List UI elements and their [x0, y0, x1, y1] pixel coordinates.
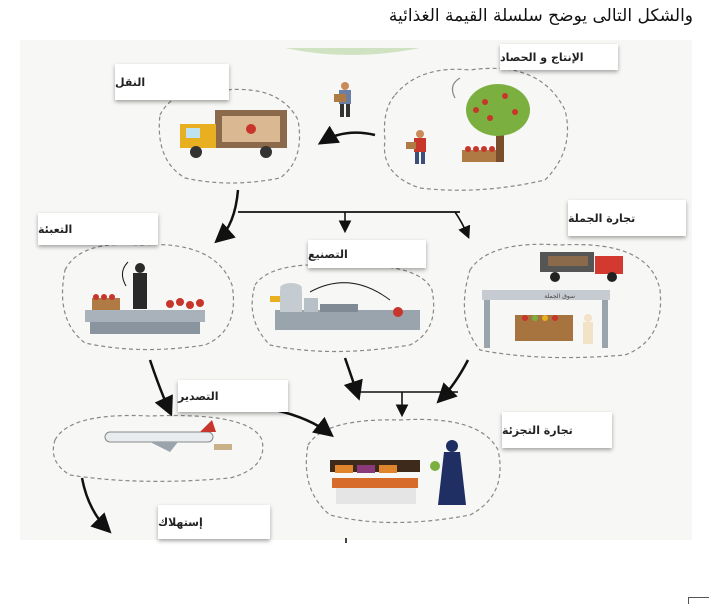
arrow-production-to-transport	[317, 125, 376, 145]
label-manufacturing: التصنيع	[308, 240, 426, 268]
arrow-packaging-to-export	[148, 359, 173, 417]
label-packaging: التعبئة	[38, 213, 158, 245]
retail-stall-icon	[330, 460, 420, 504]
packaging-station-icon	[85, 294, 205, 334]
top-arc	[285, 48, 420, 55]
hook-arrow-icon	[451, 77, 461, 99]
factory-line-icon	[270, 283, 420, 330]
arrow-wholesale-to-retail	[436, 359, 470, 404]
label-wholesale: تجارة الجملة	[568, 200, 686, 236]
label-transport: النقل	[115, 64, 229, 100]
transport-blob	[158, 88, 301, 184]
export-airplane-icon	[104, 420, 232, 452]
market-sign: سوق الجملة	[544, 293, 575, 300]
harvest-crates-icon	[462, 146, 496, 162]
farmer-icon	[406, 130, 426, 164]
manufacturing-blob	[251, 264, 435, 353]
packaging-blob	[61, 243, 235, 351]
arrow-export-to-consumption	[80, 477, 112, 534]
apple-tree-icon	[466, 84, 530, 162]
label-production: الإنتاج و الحصاد	[500, 44, 618, 70]
page-corner-mark	[688, 597, 709, 604]
wholesale-market-icon	[482, 290, 610, 348]
packaging-drop-arrow	[122, 261, 129, 287]
label-retail: تجارة التجزئة	[502, 412, 612, 448]
wholesale-truck-icon	[540, 252, 623, 282]
transport-truck-icon	[180, 110, 287, 158]
arrow-manufacturing-to-retail	[343, 357, 363, 401]
manufacturing-curve	[309, 282, 391, 301]
arrow-export-to-retail	[274, 408, 334, 438]
shopper-icon	[430, 440, 466, 505]
branch-to-wholesale	[454, 211, 471, 239]
production-blob	[383, 67, 569, 191]
porter-icon	[334, 82, 351, 117]
label-export: التصدير	[178, 380, 288, 412]
packaging-worker-icon	[133, 263, 147, 309]
wholesale-blob	[463, 243, 662, 359]
arrow-transport-to-packaging	[214, 189, 240, 244]
bottom-tick	[345, 538, 347, 543]
export-blob	[52, 414, 264, 482]
label-consumption: إستهلاك	[158, 505, 270, 539]
page-heading: والشكل التالى يوضح سلسلة القيمة الغذائية	[388, 6, 693, 26]
retail-blob	[305, 418, 501, 524]
